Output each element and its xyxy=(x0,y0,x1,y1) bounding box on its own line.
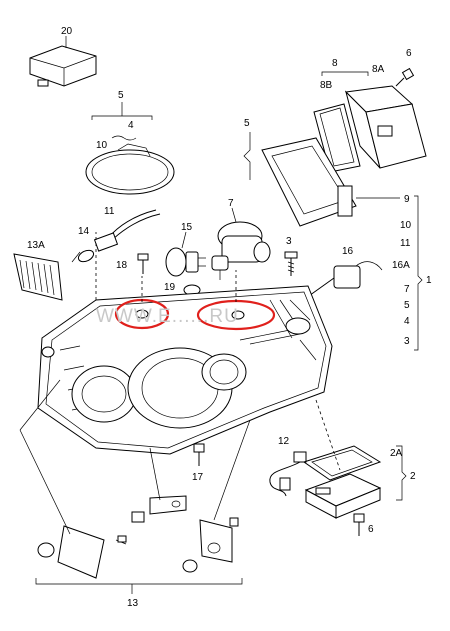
part-12-wiring xyxy=(269,451,307,497)
callout-10: 10 xyxy=(96,140,108,151)
callout-12: 12 xyxy=(278,436,290,447)
callout-6-top: 6 xyxy=(406,48,412,59)
part-11-connector xyxy=(93,232,119,252)
part-18-screw xyxy=(137,253,149,274)
part-16A-clip xyxy=(355,261,383,271)
bracket-1 xyxy=(414,195,423,351)
part-6-top-screw xyxy=(395,67,415,87)
callout-16: 16 xyxy=(342,246,354,257)
callout-r3: 3 xyxy=(404,336,410,347)
part-13-bracket-mid xyxy=(131,495,187,523)
callout-2A: 2A xyxy=(390,448,403,459)
part-5-housing-frame xyxy=(261,137,357,227)
callout-2: 2 xyxy=(410,471,416,482)
part-14-bulb xyxy=(71,249,95,263)
callout-r5: 5 xyxy=(404,300,410,311)
part-11-harness xyxy=(107,209,161,243)
part-15-halogen-bulb xyxy=(165,247,206,277)
callout-20: 20 xyxy=(61,26,73,37)
callout-8B: 8B xyxy=(320,80,333,91)
part-6-bottom-screw xyxy=(353,513,365,536)
callout-18: 18 xyxy=(116,260,128,271)
callout-6-bot: 6 xyxy=(368,524,374,535)
part-2A-gasket xyxy=(302,445,382,481)
callout-r11: 11 xyxy=(400,238,411,249)
callout-13A: 13A xyxy=(27,240,45,251)
part-13A-reflector xyxy=(13,253,63,301)
callout-7-top: 7 xyxy=(228,198,234,209)
part-10-seal-ring xyxy=(85,143,175,195)
callout-8A: 8A xyxy=(372,64,385,75)
bracket-13 xyxy=(35,578,243,585)
callout-11: 11 xyxy=(104,206,115,217)
callout-4: 4 xyxy=(128,120,134,131)
seal-4 xyxy=(111,135,137,141)
guide-lines-top xyxy=(95,232,237,302)
callout-5-top: 5 xyxy=(118,90,124,101)
headlight-housing xyxy=(37,285,333,455)
part-17-screw xyxy=(193,443,205,466)
callout-r1: 1 xyxy=(426,275,432,286)
part-7-adjuster-motor xyxy=(211,221,271,280)
bracket-2 xyxy=(396,445,407,501)
callout-r7: 7 xyxy=(404,284,410,295)
callout-r9: 9 xyxy=(404,194,410,205)
bracket-8 xyxy=(321,71,369,76)
callout-3-mid: 3 xyxy=(286,236,292,247)
callout-14: 14 xyxy=(78,226,90,237)
callout-r16A: 16A xyxy=(392,260,410,271)
part-2-ballast xyxy=(304,473,382,519)
part-8-ballast-unit xyxy=(344,85,427,169)
bracket-5 xyxy=(91,115,153,120)
callout-8: 8 xyxy=(332,58,338,69)
part-20-control-unit xyxy=(29,36,97,87)
callout-17: 17 xyxy=(192,472,204,483)
callout-15: 15 xyxy=(181,222,193,233)
callout-13: 13 xyxy=(127,598,139,609)
part-13-bracket-left xyxy=(37,525,127,579)
callout-19: 19 xyxy=(164,282,176,293)
guide-line-right xyxy=(315,399,341,471)
part-3-screw xyxy=(284,251,298,276)
part-13-bracket-right xyxy=(182,517,239,573)
callout-r10: 10 xyxy=(400,220,412,231)
callout-r4: 4 xyxy=(404,316,410,327)
callout-5-left: 5 xyxy=(244,118,250,129)
watermark: WWW.E......RU xyxy=(96,306,239,327)
